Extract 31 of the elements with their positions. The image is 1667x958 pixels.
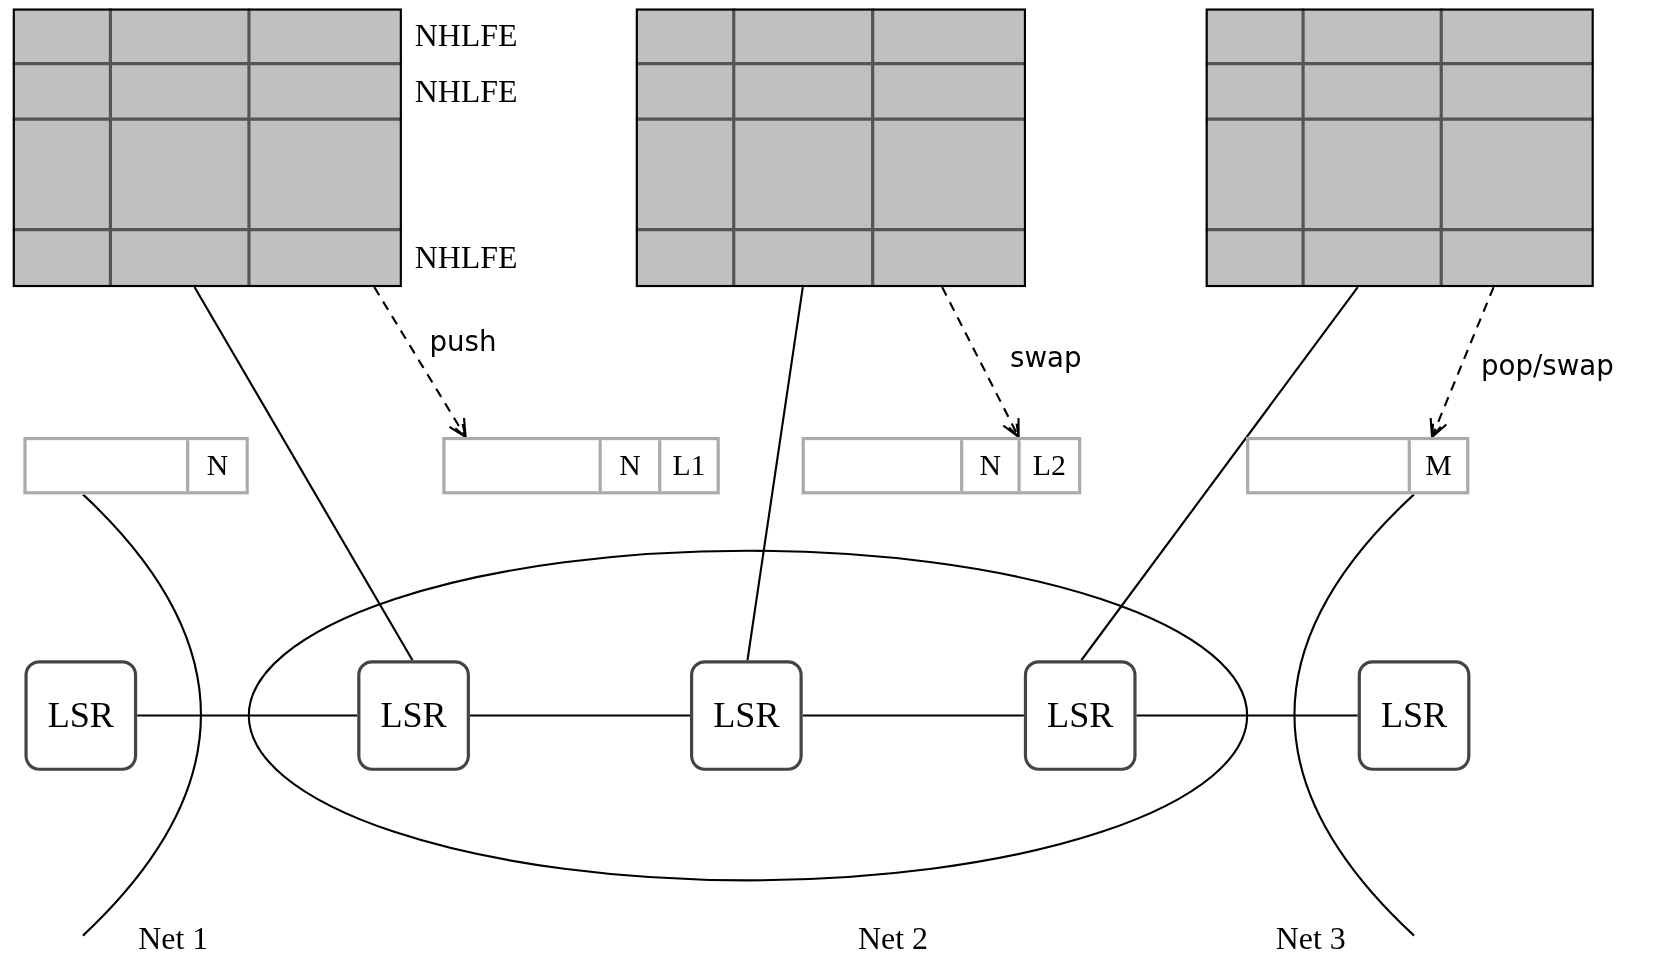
entry-label: NHLFE — [414, 239, 518, 276]
label-cell: L1 — [658, 440, 717, 492]
entry-label: NHLFE — [414, 73, 518, 110]
connector-line — [469, 714, 690, 717]
network-label: Net 2 — [858, 920, 928, 957]
connector-line — [1136, 714, 1358, 717]
label-stack — [23, 437, 249, 495]
label-cell: N — [960, 440, 1018, 492]
network-label: Net 3 — [1275, 920, 1346, 957]
network-label: Net 1 — [138, 920, 209, 957]
table-grid — [1205, 8, 1594, 288]
connector-line — [137, 714, 358, 717]
label-cell: L2 — [1017, 440, 1079, 492]
entry-label: NHLFE — [414, 17, 518, 54]
label-cell: N — [598, 440, 659, 492]
connector-line — [193, 286, 414, 661]
router-box: LSR — [1023, 660, 1137, 771]
router-box: LSR — [690, 660, 803, 771]
connector-line — [1080, 286, 1359, 661]
router-box: LSR — [24, 660, 138, 771]
connector-line — [746, 286, 804, 661]
connector-line — [802, 714, 1024, 717]
router-box: LSR — [357, 660, 470, 771]
label-cell: M — [1407, 440, 1467, 492]
router-box: LSR — [1357, 660, 1471, 771]
label-stack — [801, 437, 1082, 495]
label-stack — [1246, 437, 1470, 495]
table-grid — [12, 8, 402, 288]
label-cell: N — [186, 440, 246, 492]
label-stack — [442, 437, 720, 495]
table-grid — [635, 8, 1026, 288]
